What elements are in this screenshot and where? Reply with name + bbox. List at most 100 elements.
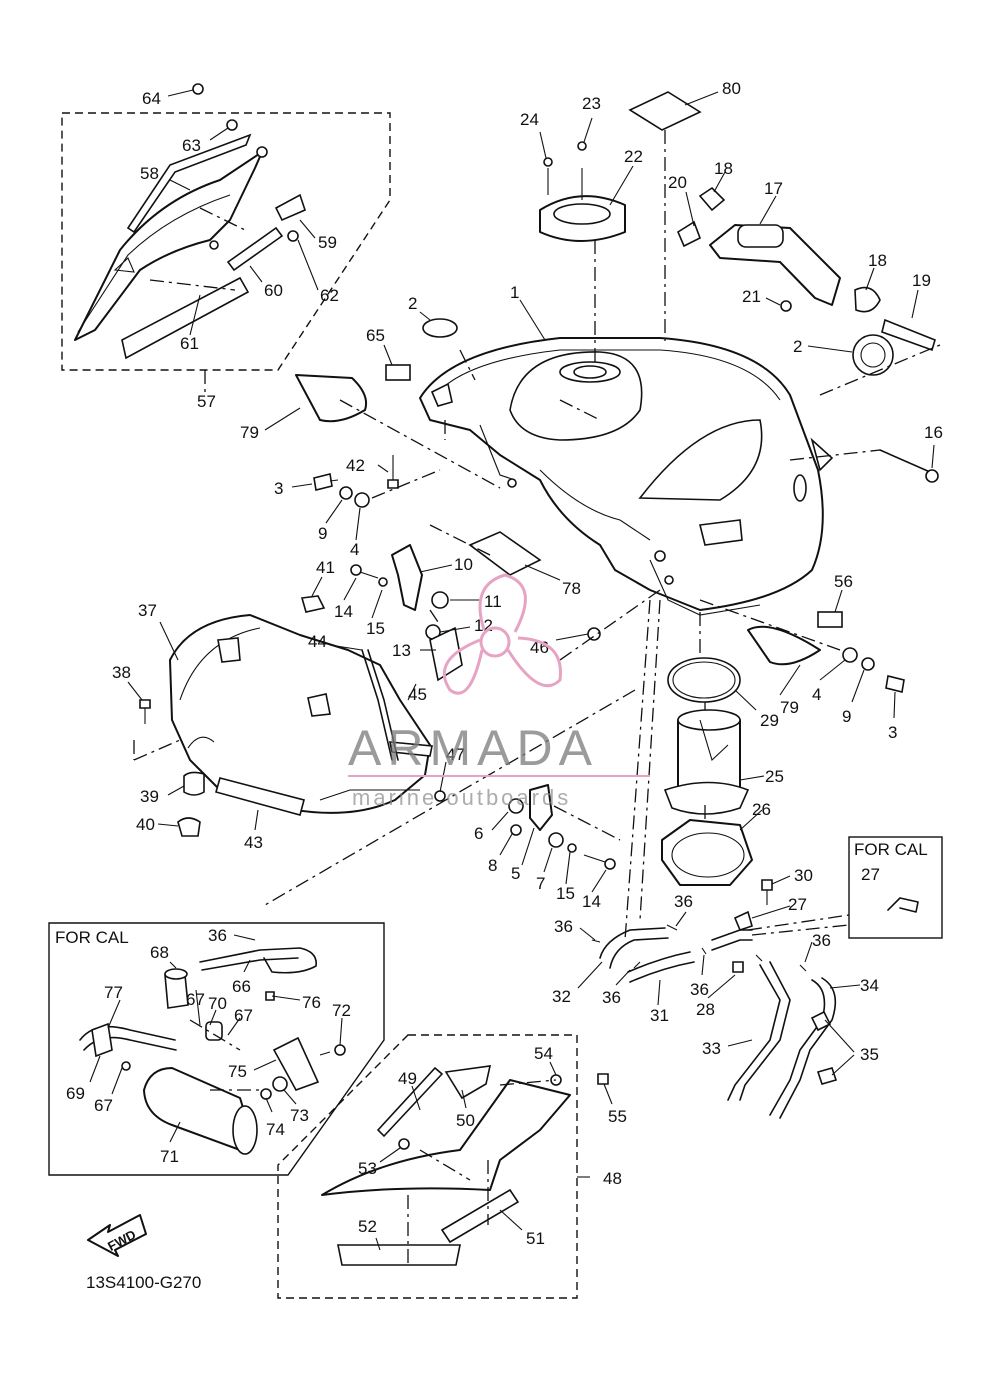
callout-49: 49 [398,1069,417,1088]
side-cover-57-parts [74,83,306,360]
callout-4-left: 4 [350,540,359,559]
bracket-10-set [350,544,463,682]
callout-36-b: 36 [554,917,573,936]
callout-70: 70 [208,994,227,1013]
callout-55: 55 [608,1107,627,1126]
cover-79-right [747,625,821,666]
seal-78 [468,531,542,576]
callout-11: 11 [484,592,502,611]
callout-16: 16 [924,423,943,442]
callout-54: 54 [534,1044,553,1063]
callout-41: 41 [316,558,335,577]
bolt-washer-set-left [313,473,370,508]
assembly-guide-lines [133,130,941,1265]
callout-33: 33 [702,1039,721,1058]
drawing-code: 13S4100-G270 [86,1273,201,1292]
callout-25: 25 [765,767,784,786]
callout-18-right: 18 [868,251,887,270]
callout-59: 59 [318,233,337,252]
callout-1: 1 [510,283,519,302]
group-box-57 [61,112,391,371]
callout-62: 62 [320,286,339,305]
callout-3-left: 3 [274,479,283,498]
callout-39: 39 [140,787,159,806]
callout-43: 43 [244,833,263,852]
callout-75: 75 [228,1062,247,1081]
callout-64: 64 [142,89,161,108]
callout-6: 6 [474,824,483,843]
bolt-16 [879,449,931,473]
callout-18-top: 18 [714,159,733,178]
hoses-right [591,910,838,1119]
callout-37: 37 [138,601,157,620]
watermark-brand: ARMADA [348,720,598,776]
bolt-washer-set-right [842,647,905,693]
damper-65 [385,364,411,381]
callout-2-right: 2 [793,337,802,356]
damper-56 [817,611,843,628]
callout-32: 32 [552,987,571,1006]
callout-5: 5 [511,864,520,883]
callout-76: 76 [302,993,321,1012]
callout-63: 63 [182,136,201,155]
callout-68: 68 [150,943,169,962]
callout-9-left: 9 [318,524,327,543]
callout-52: 52 [358,1217,377,1236]
callout-15-left: 15 [366,619,385,638]
callout-56: 56 [834,572,853,591]
side-panel-48-parts [321,1065,609,1266]
callout-30: 30 [794,866,813,885]
callout-13: 13 [392,641,411,660]
fwd-arrow: FWD [87,1214,147,1257]
callout-7: 7 [536,874,545,893]
callout-67-a: 67 [186,990,205,1009]
callout-8: 8 [488,856,497,875]
callout-28: 28 [696,1000,715,1019]
callout-60: 60 [264,281,283,300]
callout-35: 35 [860,1045,879,1064]
callout-71: 71 [160,1147,179,1166]
for-cal-box-left [48,922,385,1176]
grommet-2-left [422,318,458,338]
callout-74: 74 [266,1120,285,1139]
for-cal-label-left: FOR CAL [55,928,129,947]
tube-44 [361,649,393,761]
callout-50: 50 [456,1111,475,1130]
callout-2-left: 2 [408,294,417,313]
grommet-2-right [852,334,894,376]
armada-logo-propeller [442,573,562,695]
callout-79-left: 79 [240,423,259,442]
strip-43 [215,777,305,816]
callout-79-right: 79 [780,698,799,717]
callout-23: 23 [582,94,601,113]
callout-14-right: 14 [582,892,601,911]
callout-17: 17 [764,179,783,198]
callout-15-right: 15 [556,884,575,903]
callout-20: 20 [668,173,687,192]
callout-22: 22 [624,147,643,166]
callout-9-right: 9 [842,707,851,726]
callout-27: 27 [788,895,807,914]
clip-41 [300,595,326,613]
callout-14-left: 14 [334,602,353,621]
cover-79-left [295,374,368,423]
callout-36-d: 36 [602,988,621,1007]
callout-36-a: 36 [674,892,693,911]
callout-24: 24 [520,110,539,129]
gasket-26 [661,819,753,886]
callout-66: 66 [232,977,251,996]
fuel-pump-25 [663,709,750,815]
bolt-30 [761,879,773,891]
callout-38: 38 [112,663,131,682]
callout-19: 19 [912,271,931,290]
callout-80: 80 [722,79,741,98]
screw-38-grommet-set [139,699,205,837]
callout-36-e: 36 [690,980,709,999]
bracket-5-set [508,784,616,870]
front-cover-37 [169,614,433,814]
callout-58: 58 [140,164,159,183]
filler-cap-22 [539,141,626,242]
callout-29: 29 [760,711,779,730]
callout-3-right: 3 [888,723,897,742]
